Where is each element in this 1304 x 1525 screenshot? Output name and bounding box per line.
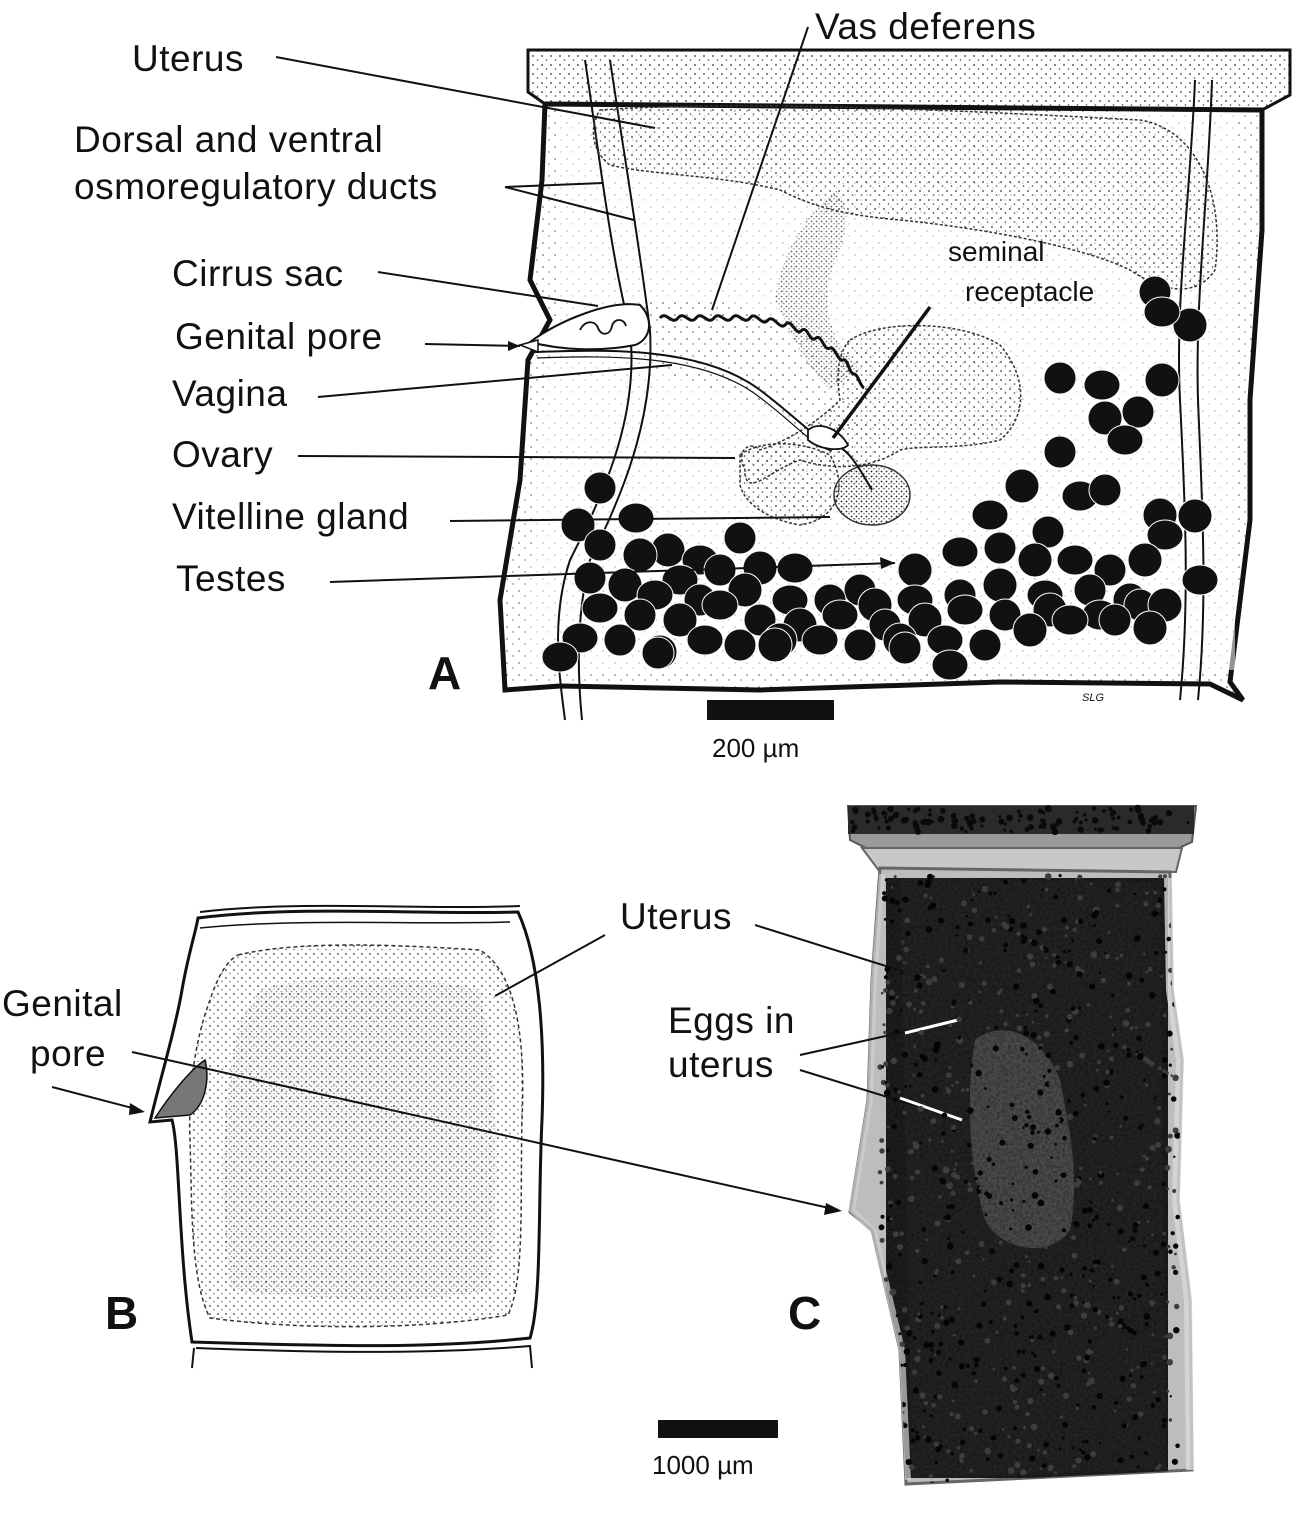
panel-b-drawing — [148, 904, 545, 1369]
testis — [983, 531, 1017, 565]
testis — [968, 628, 1002, 662]
testis — [1004, 468, 1040, 504]
panel-a-drawing — [497, 48, 1292, 721]
testis — [1012, 612, 1048, 648]
testis — [821, 599, 859, 631]
testis — [622, 537, 658, 573]
testis — [1017, 542, 1053, 578]
testis — [1043, 361, 1077, 395]
testis — [1088, 473, 1122, 507]
scale-label-bc: 1000 µm — [652, 1450, 754, 1480]
testis — [1031, 515, 1065, 549]
testis — [1146, 519, 1184, 551]
testis — [1093, 553, 1127, 587]
label-uterus-b: Uterus — [620, 896, 732, 937]
uterus-a — [592, 105, 1218, 290]
cirrus-sac-b — [153, 1058, 208, 1119]
artist-signature: SLG — [1082, 692, 1105, 704]
scale-bar-a — [707, 700, 834, 720]
testis — [573, 561, 607, 595]
uterus-b-inner-texture — [223, 976, 497, 1300]
testis — [1132, 610, 1168, 646]
testis — [801, 624, 839, 656]
testis — [897, 552, 933, 588]
testis — [1106, 424, 1144, 456]
testis — [1143, 296, 1181, 328]
genital-pore-a — [517, 339, 539, 354]
testis — [843, 628, 877, 662]
testis — [581, 592, 619, 624]
testis — [723, 628, 757, 662]
label-cirrus-sac: Cirrus sac — [172, 253, 344, 294]
testis — [1083, 369, 1121, 401]
label-vas-deferens: Vas deferens — [815, 6, 1037, 47]
label-genital-b-line1: Genital — [2, 983, 123, 1024]
label-eggs-line2: uterus — [668, 1044, 774, 1085]
testis — [1127, 542, 1163, 578]
proglottid-a-top-strip — [526, 48, 1292, 112]
testis — [1121, 395, 1155, 429]
testis — [757, 627, 793, 663]
label-seminal-line2: receptacle — [965, 276, 1095, 307]
panel-letter-b: B — [105, 1287, 139, 1339]
testis — [1051, 604, 1089, 636]
testis — [686, 624, 724, 656]
panel-letter-a: A — [428, 647, 462, 699]
testis — [701, 589, 739, 621]
cirrus-sac — [527, 303, 650, 351]
label-genital-pore-a: Genital pore — [175, 316, 383, 357]
label-vitelline-gland: Vitelline gland — [172, 496, 410, 537]
testis — [603, 623, 637, 657]
vagina-duct — [534, 349, 873, 491]
testis — [723, 521, 757, 555]
label-osmoregulatory-line2: osmoregulatory ducts — [74, 166, 438, 207]
vas-deferens-coil — [658, 314, 865, 390]
testis — [641, 636, 675, 670]
testis — [1087, 400, 1123, 436]
label-vagina: Vagina — [172, 373, 288, 414]
testis — [1144, 362, 1180, 398]
testis — [583, 471, 617, 505]
testis — [971, 499, 1009, 531]
scale-bar-bc — [658, 1420, 778, 1438]
label-genital-b-line2: pore — [30, 1033, 107, 1074]
testis — [541, 641, 579, 673]
testis — [982, 567, 1018, 603]
label-eggs-line1: Eggs in — [668, 1000, 795, 1041]
testis — [931, 649, 969, 681]
label-seminal-line1: seminal — [948, 236, 1045, 267]
testis — [1172, 307, 1208, 343]
panel-letter-c: C — [788, 1287, 822, 1339]
testis — [1181, 564, 1219, 596]
testis — [623, 598, 657, 632]
testis — [662, 602, 698, 638]
testis — [560, 507, 596, 543]
testes-group — [541, 275, 1219, 681]
label-ovary: Ovary — [172, 434, 274, 475]
label-osmoregulatory-line1: Dorsal and ventral — [74, 119, 384, 160]
scale-label-a: 200 µm — [712, 733, 800, 763]
testis — [946, 594, 984, 626]
testis — [1056, 544, 1094, 576]
testis — [776, 552, 814, 584]
testis — [1177, 498, 1213, 534]
vitelline-gland-a — [833, 464, 911, 526]
testis — [1043, 435, 1077, 469]
testis — [583, 528, 617, 562]
testis — [941, 536, 979, 568]
label-testes: Testes — [176, 558, 286, 599]
testis — [1098, 603, 1132, 637]
label-uterus-a: Uterus — [132, 38, 244, 79]
panel-b-leader-lines — [51, 934, 839, 1211]
panel-a-leader-lines — [275, 26, 932, 583]
seminal-receptacle — [807, 425, 850, 451]
testis — [888, 631, 922, 665]
osmoregulatory-duct-left-1 — [557, 59, 633, 721]
